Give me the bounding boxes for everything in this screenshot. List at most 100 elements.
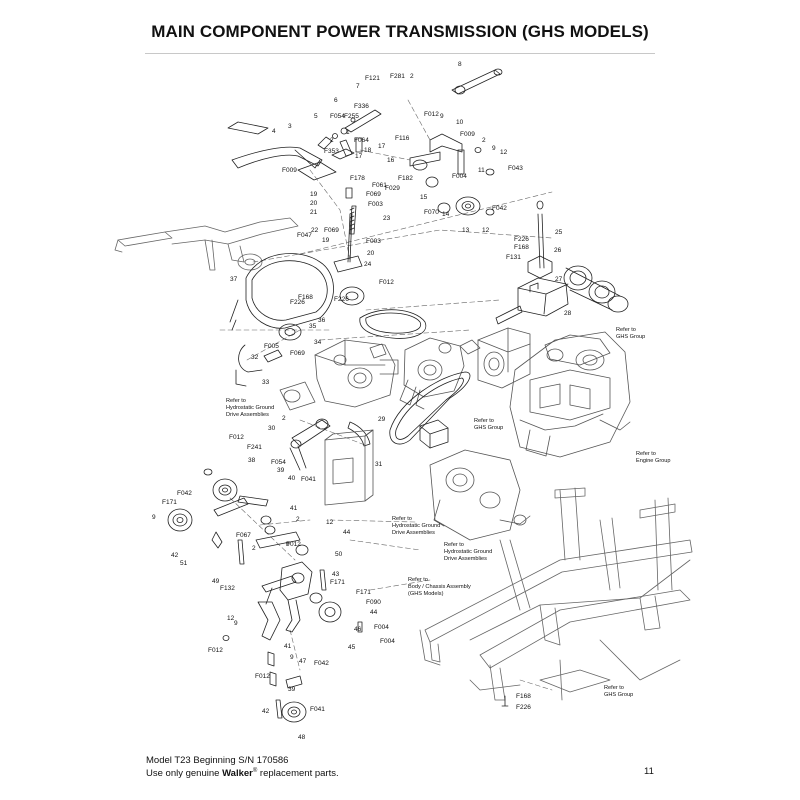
part-callout: 19 xyxy=(322,237,330,244)
ref-line: Drive Assemblies xyxy=(226,412,269,418)
pulley-38 xyxy=(212,478,238,502)
part-callout: 38 xyxy=(248,457,256,464)
lever-handle xyxy=(231,146,323,169)
part-callout: F121 xyxy=(365,75,380,82)
part-callout: F090 xyxy=(366,599,381,606)
model-serial-line: Model T23 Beginning S/N 170586 xyxy=(146,755,289,766)
ref-line: GHS Group xyxy=(604,692,633,698)
part-callout: F054 xyxy=(271,459,286,466)
genuine-parts-line: Use only genuine Walker® replacement par… xyxy=(146,766,339,779)
part-callout: 43 xyxy=(332,571,340,578)
ref-line: Refer to xyxy=(392,516,412,522)
part-callout: 9 xyxy=(440,113,444,120)
part-callout: F003 xyxy=(366,238,381,245)
part-callout: F012 xyxy=(255,673,270,680)
part-callout: F042 xyxy=(177,490,192,497)
part-callout: 32 xyxy=(251,354,259,361)
part-callout: 49 xyxy=(212,578,220,585)
gear-train xyxy=(563,265,629,313)
fastener-f226 xyxy=(501,695,509,707)
clutch-pulley-assembly xyxy=(409,68,503,216)
ref-line: GHS Group xyxy=(474,425,503,431)
part-callout: F182 xyxy=(398,175,413,182)
part-callout: F012 xyxy=(379,279,394,286)
clutch-bracket xyxy=(429,133,463,153)
deck-belt xyxy=(389,371,471,449)
pulley-51 xyxy=(167,508,193,532)
part-callout: 2 xyxy=(296,516,300,523)
part-callout: F041 xyxy=(301,476,316,483)
ref-line: Refer to xyxy=(226,398,246,404)
pump-drive-shaft xyxy=(289,418,371,471)
part-callout: F061 xyxy=(372,182,387,189)
part-callout: F171 xyxy=(330,579,345,586)
pulley-48 xyxy=(281,701,307,723)
part-callout: 24 xyxy=(364,261,372,268)
chassis-frame xyxy=(419,487,693,701)
part-callout: 44 xyxy=(370,609,378,616)
part-callout: F005 xyxy=(264,343,279,350)
gearbox-assembly xyxy=(495,200,629,325)
part-callout: 22 xyxy=(311,227,319,234)
part-callout: 2 xyxy=(330,137,334,144)
part-callout: F042 xyxy=(314,660,329,667)
part-callout: F226 xyxy=(514,236,529,243)
part-callout: 2 xyxy=(282,415,286,422)
part-callout: F353 xyxy=(324,148,339,155)
part-callout: 23 xyxy=(383,215,391,222)
ref-line: GHS Group xyxy=(616,334,645,340)
drive-pulley xyxy=(278,323,302,341)
part-callout: 4 xyxy=(272,128,276,135)
handle-grip xyxy=(227,121,269,135)
part-callout: 8 xyxy=(458,61,462,68)
part-callout: 14 xyxy=(442,211,450,218)
drive-lever-assembly xyxy=(227,109,382,273)
part-callout: 41 xyxy=(284,643,292,650)
part-callout: 12 xyxy=(227,615,235,622)
ref-line: Refer to xyxy=(474,418,494,424)
part-callout: 27 xyxy=(555,276,563,283)
pto-belt xyxy=(359,309,427,339)
gearbox-housing xyxy=(517,277,569,317)
idler-pulley xyxy=(455,196,481,216)
ref-line: Refer to xyxy=(636,451,656,457)
part-callout: 46 xyxy=(354,626,362,633)
hydrostatic-transmission xyxy=(279,339,399,411)
ref-line: Refer to xyxy=(604,685,624,691)
part-callout: F042 xyxy=(492,205,507,212)
part-callout: 7 xyxy=(356,83,360,90)
part-callout: F168 xyxy=(298,294,313,301)
part-callout: 15 xyxy=(420,194,428,201)
part-callout: F067 xyxy=(236,532,251,539)
adjuster-rod xyxy=(347,213,351,263)
part-callout: 37 xyxy=(230,276,238,283)
lever-rod xyxy=(537,213,541,269)
part-callout: 18 xyxy=(364,147,372,154)
part-callout: 39 xyxy=(288,686,296,693)
part-callout: 9 xyxy=(492,145,496,152)
part-callout: 19 xyxy=(310,191,318,198)
part-callout: 9 xyxy=(286,541,290,548)
part-callout: F281 xyxy=(390,73,405,80)
part-callout: 25 xyxy=(555,229,563,236)
ref-line: Drive Assemblies xyxy=(392,530,435,536)
part-callout: 6 xyxy=(334,97,338,104)
part-callout: 11 xyxy=(478,167,485,174)
genuine-parts-prefix: Use only genuine xyxy=(146,768,223,780)
spring xyxy=(349,205,357,235)
drive-belt xyxy=(245,253,334,329)
part-callout: 3 xyxy=(288,123,292,130)
gearbox-shaft xyxy=(495,305,523,325)
part-callout: F171 xyxy=(356,589,371,596)
belt-guard xyxy=(419,419,449,449)
part-callout: F168 xyxy=(514,244,529,251)
ref-line: Hydrostatic Ground xyxy=(444,549,492,555)
